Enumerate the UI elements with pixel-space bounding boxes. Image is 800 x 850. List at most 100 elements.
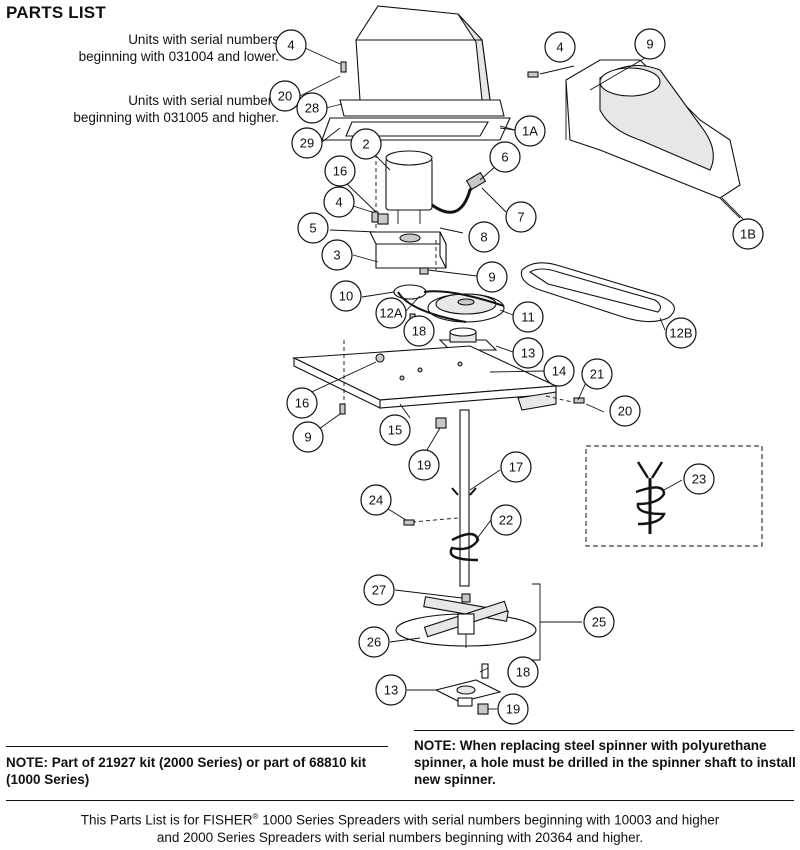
svg-text:4: 4 — [335, 195, 342, 210]
callout-21: 21 — [581, 358, 613, 390]
callout-18: 18 — [403, 315, 435, 347]
callout-27: 27 — [363, 574, 395, 606]
callout-11: 11 — [512, 301, 544, 333]
motor-bracket-drawing — [369, 231, 447, 269]
svg-text:1B: 1B — [740, 227, 756, 242]
svg-text:21: 21 — [590, 367, 604, 382]
spinner-shaft-drawing — [411, 409, 480, 587]
svg-text:1A: 1A — [522, 124, 538, 139]
footer-line-1-pre: This Parts List is for FISHER — [80, 812, 253, 828]
svg-text:9: 9 — [488, 270, 495, 285]
footer-line-1-post: 1000 Series Spreaders with serial number… — [258, 812, 720, 828]
callout-25: 25 — [583, 606, 615, 638]
lower-bearing-drawing — [434, 663, 502, 707]
note-rule-left — [6, 746, 388, 747]
svg-text:11: 11 — [521, 310, 535, 325]
svg-text:7: 7 — [517, 210, 524, 225]
svg-text:18: 18 — [412, 324, 426, 339]
svg-text:3: 3 — [333, 248, 340, 263]
serial-note-lower: Units with serial numbers beginning with… — [79, 31, 279, 65]
svg-text:19: 19 — [506, 702, 520, 717]
callout-6: 6 — [489, 141, 521, 173]
spinner-bracket — [532, 583, 582, 661]
svg-text:22: 22 — [499, 513, 513, 528]
serial-note-lower-line2: beginning with 031004 and lower. — [78, 49, 279, 64]
spinner-note: NOTE: When replacing steel spinner with … — [414, 738, 796, 787]
alignment-line — [545, 395, 573, 403]
svg-text:13: 13 — [384, 683, 398, 698]
callout-29: 29 — [291, 127, 323, 159]
serial-note-higher: Units with serial numbers beginning with… — [73, 92, 279, 126]
svg-text:10: 10 — [339, 289, 353, 304]
inset-box — [585, 445, 763, 547]
exploded-parts-diagram: 4 20 28 29 1A 4 9 1B 2 16 6 7 4 5 8 3 9 … — [269, 5, 764, 725]
registered-mark: ® — [252, 812, 259, 821]
callout-18: 18 — [507, 656, 539, 688]
callout-28: 28 — [296, 92, 328, 124]
svg-text:24: 24 — [369, 493, 383, 508]
callout-26: 26 — [358, 626, 390, 658]
callout-1a: 1A — [514, 115, 546, 147]
callout-8: 8 — [468, 221, 500, 253]
footer-line-1: This Parts List is for FISHER® 1000 Seri… — [0, 808, 800, 829]
svg-text:18: 18 — [516, 665, 530, 680]
callout-7: 7 — [505, 201, 537, 233]
callout-4: 4 — [323, 186, 355, 218]
callout-13: 13 — [512, 337, 544, 369]
motor-drawing — [385, 150, 487, 224]
note-rule-right-top — [414, 730, 794, 731]
callout-3: 3 — [321, 239, 353, 271]
svg-text:9: 9 — [646, 37, 653, 52]
svg-text:29: 29 — [300, 136, 314, 151]
callout-10: 10 — [330, 280, 362, 312]
svg-text:28: 28 — [305, 101, 319, 116]
callout-22: 22 — [490, 504, 522, 536]
inset-auger-drawing — [635, 461, 666, 534]
svg-text:17: 17 — [509, 460, 523, 475]
svg-text:12B: 12B — [669, 326, 692, 341]
callout-14: 14 — [543, 355, 575, 387]
callout-9: 9 — [634, 28, 666, 60]
svg-text:23: 23 — [692, 472, 706, 487]
svg-text:20: 20 — [278, 89, 292, 104]
pulley-belt-drawing — [393, 262, 675, 323]
svg-text:14: 14 — [552, 364, 566, 379]
serial-note-higher-line2: beginning with 031005 and higher. — [73, 110, 279, 125]
svg-text:4: 4 — [556, 40, 563, 55]
callout-23: 23 — [683, 463, 715, 495]
svg-text:19: 19 — [417, 458, 431, 473]
footer-note: This Parts List is for FISHER® 1000 Seri… — [0, 808, 800, 846]
callout-4: 4 — [275, 29, 307, 61]
callout-12b: 12B — [665, 317, 697, 349]
page-title: PARTS LIST — [6, 3, 106, 22]
callout-13: 13 — [375, 674, 407, 706]
callout-20: 20 — [609, 395, 641, 427]
svg-text:16: 16 — [333, 164, 347, 179]
callout-5: 5 — [297, 212, 329, 244]
serial-note-higher-line1: Units with serial numbers — [128, 93, 279, 108]
callout-20: 20 — [269, 80, 301, 112]
footer-line-2: and 2000 Series Spreaders with serial nu… — [156, 829, 644, 845]
svg-text:9: 9 — [304, 430, 311, 445]
spinner-drawing — [395, 596, 537, 648]
callout-2: 2 — [350, 128, 382, 160]
svg-text:26: 26 — [367, 635, 381, 650]
kit-note: NOTE: Part of 21927 kit (2000 Series) or… — [6, 755, 367, 787]
callout-15: 15 — [379, 414, 411, 446]
callout-16: 16 — [286, 387, 318, 419]
svg-text:6: 6 — [501, 150, 508, 165]
svg-text:20: 20 — [618, 404, 632, 419]
callout-9: 9 — [292, 421, 324, 453]
mounting-plate-drawing — [291, 345, 559, 411]
callout-1b: 1B — [732, 218, 764, 250]
callout-19: 19 — [408, 449, 440, 481]
svg-text:4: 4 — [287, 38, 294, 53]
svg-text:5: 5 — [309, 221, 316, 236]
callout-19: 19 — [497, 693, 529, 725]
svg-text:8: 8 — [480, 230, 487, 245]
svg-text:2: 2 — [362, 137, 369, 152]
svg-text:13: 13 — [521, 346, 535, 361]
chute-cover-drawing — [565, 59, 741, 219]
callout-24: 24 — [360, 484, 392, 516]
svg-text:15: 15 — [388, 423, 402, 438]
